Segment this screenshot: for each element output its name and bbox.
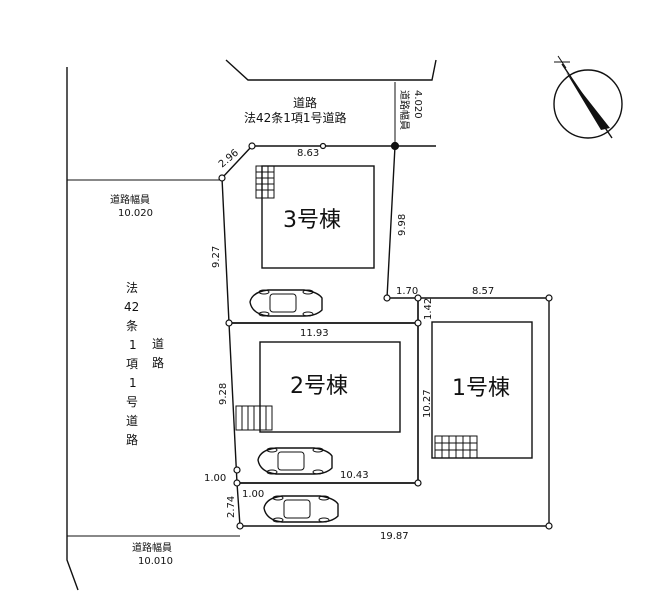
dim-10-43: 10.43 bbox=[340, 470, 369, 481]
left-road-width-upper-label: 道路幅員 bbox=[110, 193, 150, 206]
car-icon bbox=[257, 447, 333, 475]
top-road-law: 法42条1項1号道路 bbox=[244, 110, 347, 125]
top-road-label: 道路 bbox=[293, 95, 317, 110]
stairs-icon bbox=[255, 165, 275, 199]
left-road-law-char: 42 bbox=[124, 300, 139, 314]
building-1 bbox=[431, 321, 533, 459]
lot-2-boundary bbox=[228, 322, 419, 484]
building-3 bbox=[261, 165, 375, 269]
dim-2-74: 2.74 bbox=[226, 496, 237, 518]
building-2-label: 2号棟 bbox=[290, 374, 348, 399]
left-road-law-char-right: 路 bbox=[152, 355, 164, 370]
dim-11-93: 11.93 bbox=[300, 328, 329, 339]
dim-8-63: 8.63 bbox=[297, 148, 319, 159]
dim-9-98: 9.98 bbox=[397, 214, 408, 236]
lot-1-boundary bbox=[236, 297, 550, 527]
dim-10-27: 10.27 bbox=[422, 389, 433, 418]
building-1-label: 1号棟 bbox=[452, 376, 510, 401]
road-top-edge bbox=[225, 59, 437, 81]
left-road-law-char: 条 bbox=[126, 319, 138, 333]
dim-1-00-b: 1.00 bbox=[242, 489, 264, 500]
left-road-law-char: 1 bbox=[129, 338, 137, 352]
boundary-markers bbox=[218, 141, 553, 530]
north-arrow-icon bbox=[553, 55, 623, 139]
dim-2-96: 2.96 bbox=[217, 148, 241, 171]
dim-1-00-a: 1.00 bbox=[204, 473, 226, 484]
left-road-law-char: 1 bbox=[129, 376, 137, 390]
car-icon bbox=[263, 495, 339, 523]
left-road-law-char: 項 bbox=[126, 357, 138, 371]
building-2 bbox=[259, 341, 401, 433]
top-road-width-value: 4.020 bbox=[412, 90, 423, 119]
left-road-law-char: 法 bbox=[126, 281, 138, 295]
dim-8-57: 8.57 bbox=[472, 286, 494, 297]
left-road-law-char: 路 bbox=[126, 432, 138, 447]
dim-9-28: 9.28 bbox=[218, 383, 229, 405]
dim-1-42: 1.42 bbox=[423, 298, 434, 320]
dim-19-87: 19.87 bbox=[380, 531, 409, 542]
left-road-law-char: 道 bbox=[126, 414, 138, 428]
building-3-label: 3号棟 bbox=[283, 208, 341, 233]
left-road-width-lower-value: 10.010 bbox=[138, 556, 173, 567]
top-road-width-label: 道路幅員 bbox=[398, 90, 411, 130]
dim-9-27: 9.27 bbox=[211, 246, 222, 268]
car-icon bbox=[249, 289, 323, 317]
left-road-width-upper-value: 10.020 bbox=[118, 208, 153, 219]
left-road-law-char: 号 bbox=[126, 395, 138, 409]
dim-1-70: 1.70 bbox=[396, 286, 418, 297]
stairs-icon bbox=[235, 405, 273, 431]
stairs-icon bbox=[434, 435, 478, 459]
left-road-law-char-right: 道 bbox=[152, 337, 164, 351]
left-road-width-lower-label: 道路幅員 bbox=[132, 541, 172, 554]
road-left-edge bbox=[66, 67, 79, 591]
